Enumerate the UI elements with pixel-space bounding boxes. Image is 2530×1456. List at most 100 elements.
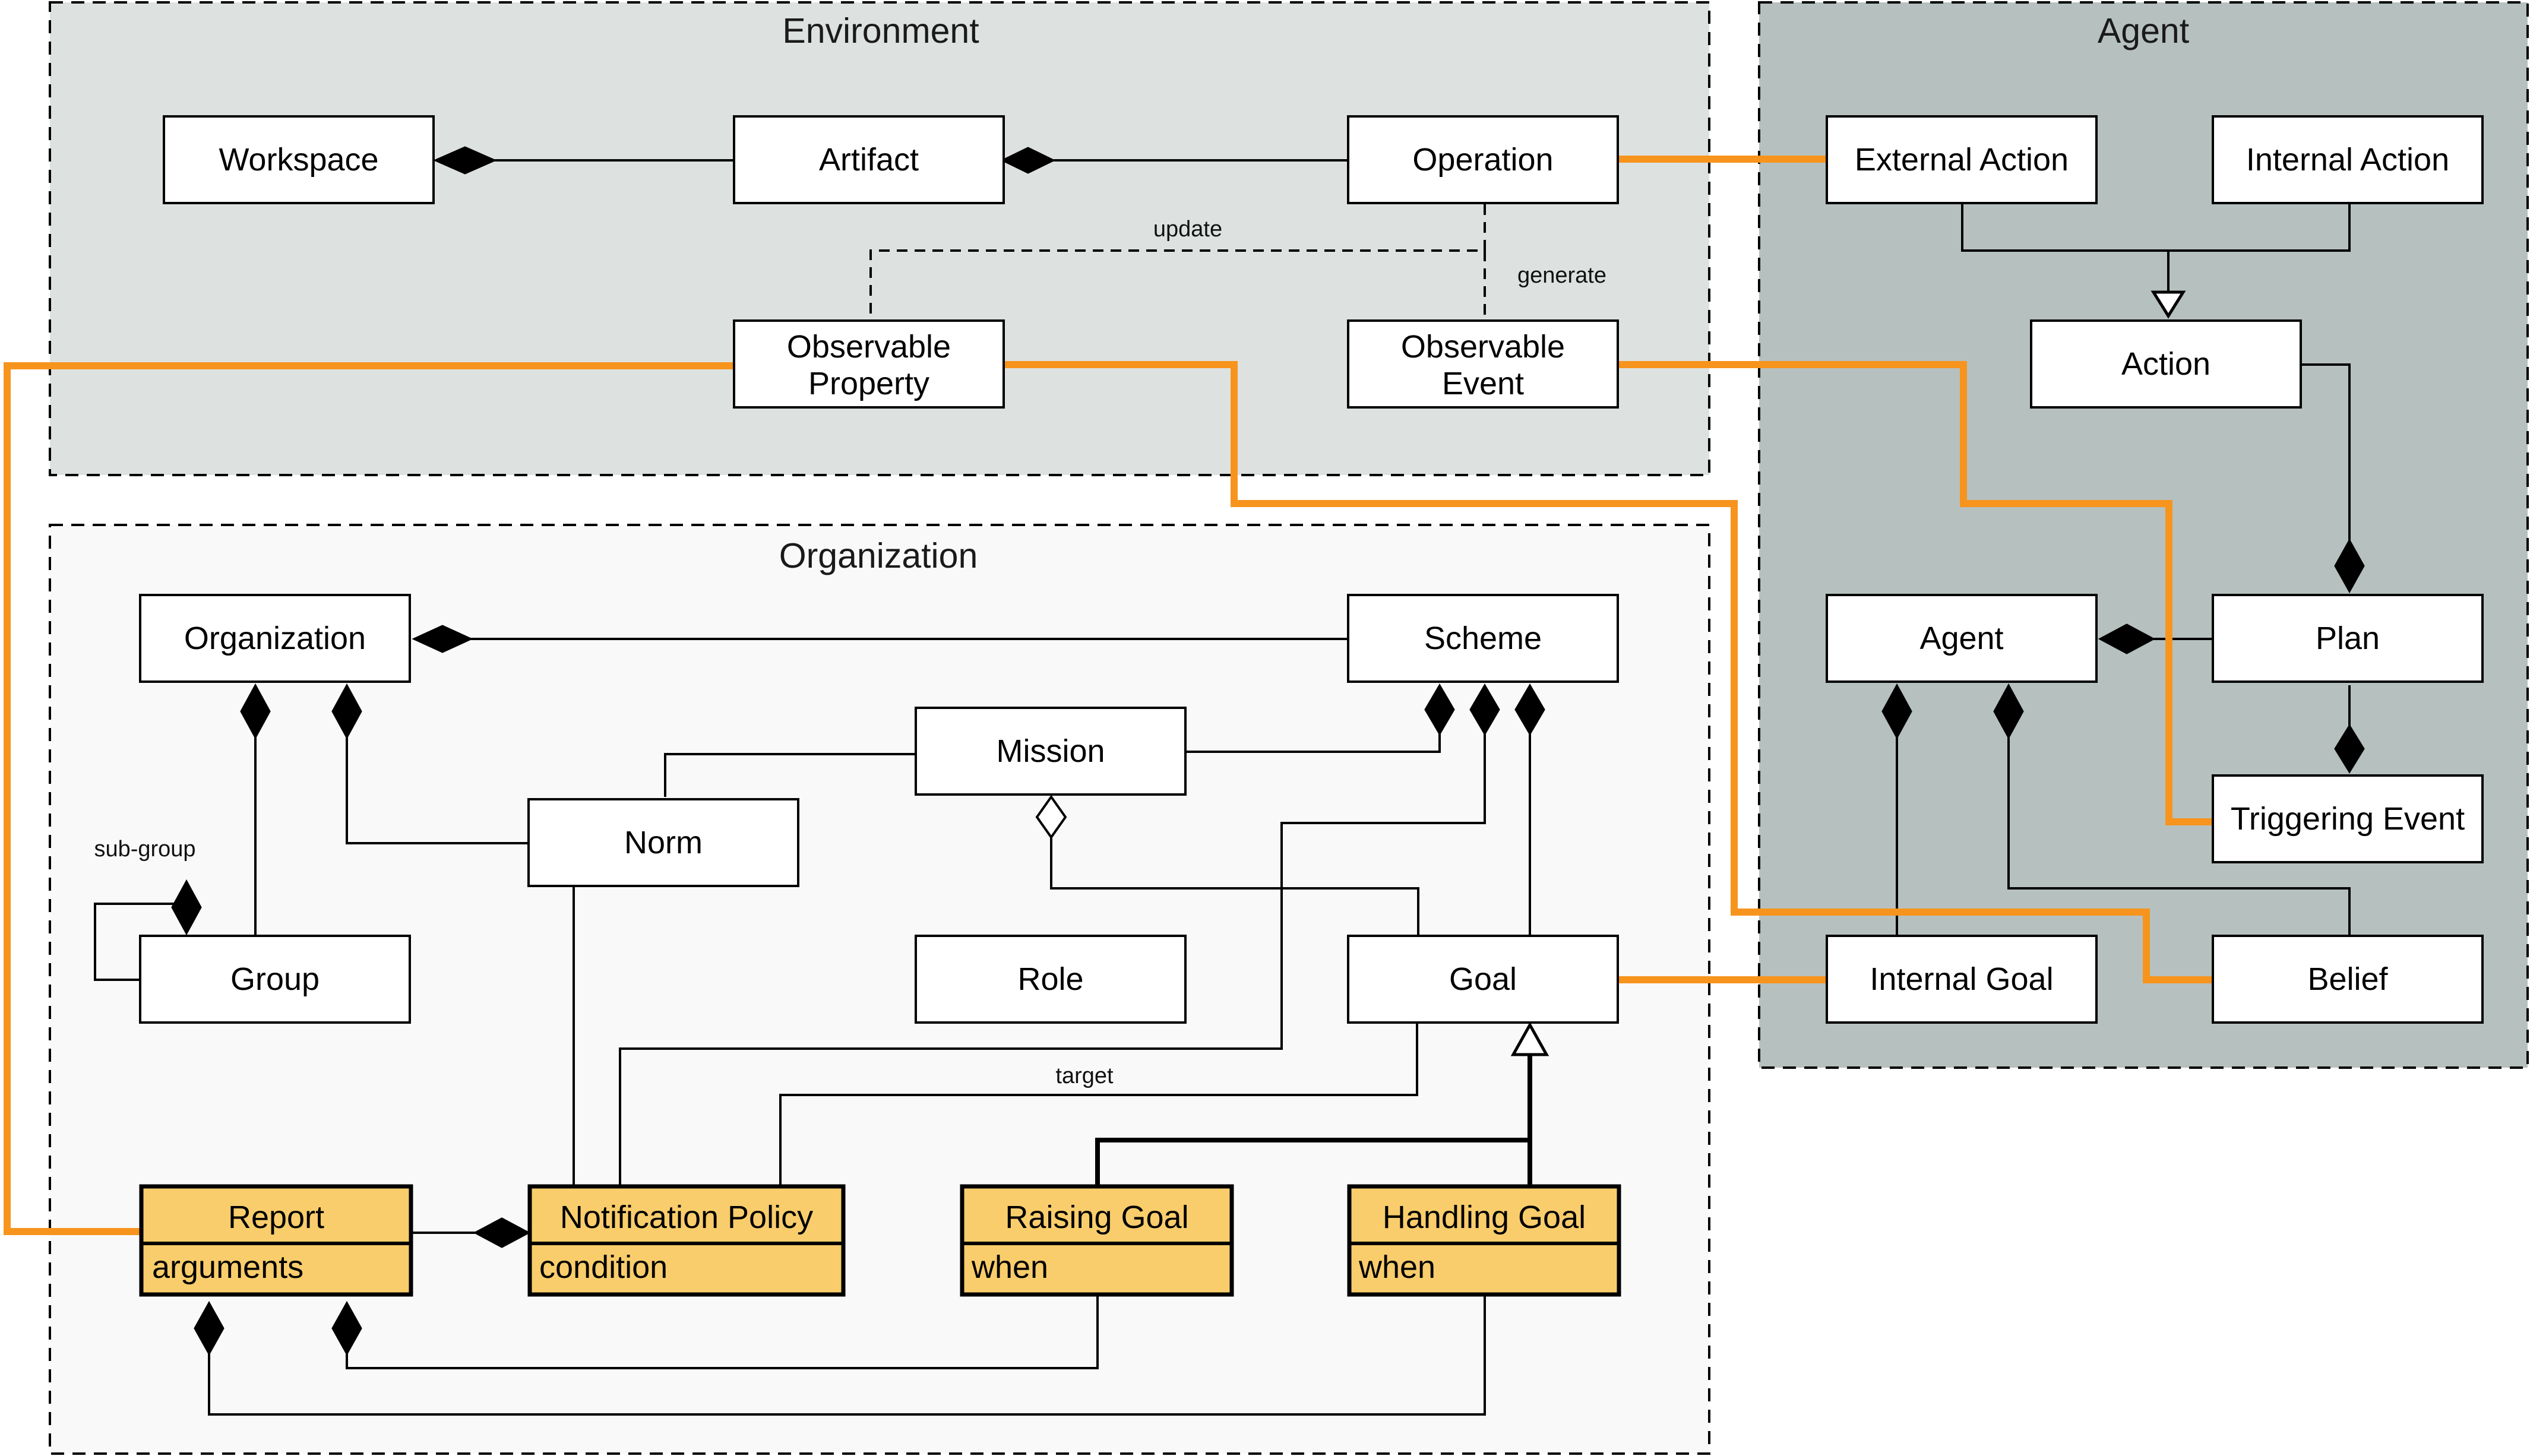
diamond-icon [194,1300,224,1356]
class-attribute: arguments [152,1249,303,1285]
update-label: update [1153,217,1222,242]
class-attribute: when [1358,1249,1435,1285]
cross-links [4,156,2212,1235]
class-label: Agent [1919,621,2003,656]
agent-title: Agent [2098,11,2189,50]
class-workspace[interactable]: Workspace [163,115,435,204]
class-label: Raising Goal [1005,1199,1188,1235]
class-label: Role [1017,961,1083,997]
class-artifact[interactable]: Artifact [733,115,1005,204]
organization-norm-link [346,738,529,844]
class-label: Operation [1412,142,1553,178]
target-label: target [1055,1063,1114,1088]
class-label: External Action [1855,142,2069,178]
class-external-action[interactable]: External Action [1826,115,2098,204]
class-norm[interactable]: Norm [527,798,799,887]
class-operation[interactable]: Operation [1347,115,1619,204]
diamond-icon [433,146,497,175]
class-label: Handling Goal [1383,1199,1586,1235]
agent-belief-link [2007,738,2351,935]
class-label: Artifact [819,142,919,178]
diamond-icon [1514,683,1545,736]
diamond-icon [2098,623,2156,654]
class-label-line1: Observable [787,329,951,365]
event-trigger-link [1618,361,2212,825]
class-attribute: when [971,1249,1048,1285]
property-belief-link [1004,361,2212,983]
organization-title: Organization [779,536,978,575]
class-label: Report [228,1199,324,1235]
diamond-icon [1469,683,1500,736]
class-label-line2: Property [808,366,929,401]
class-label: Internal Action [2246,142,2449,178]
class-label: Belief [2307,961,2388,997]
scheme-notificationpolicy-link [619,734,1486,1185]
environment-title: Environment [782,11,979,50]
generalization-triangle-icon [1510,1021,1549,1056]
generate-label: generate [1517,263,1606,288]
diamond-icon [331,683,362,740]
subgroup-label: sub-group [94,837,195,862]
diamond-icon [240,683,271,740]
class-label: Group [230,961,320,997]
class-attribute: condition [539,1249,668,1285]
diamond-icon [1993,683,2024,740]
diamond-icon [1424,683,1455,736]
class-organization[interactable]: Organization [139,594,411,683]
handling-report-link [208,1296,1486,1416]
diamond-icon [1000,147,1056,174]
class-mission[interactable]: Mission [915,707,1187,796]
raising-goal-generalization [1095,1138,1530,1185]
class-label: Triggering Event [2231,801,2465,837]
property-report-link [4,362,734,1235]
class-goal[interactable]: Goal [1347,935,1619,1024]
class-label: Organization [184,621,366,656]
mission-goal-link [1050,837,1419,935]
target-link [779,1023,1418,1185]
norm-mission-link [664,753,915,797]
class-label: Plan [2316,621,2380,656]
class-label-line1: Observable [1401,329,1565,365]
generalization-triangle-icon [2150,290,2186,319]
diamond-icon [1881,683,1912,740]
diamond-icon [2334,538,2365,594]
class-belief[interactable]: Belief [2212,935,2484,1024]
plan-action-link [2301,363,2351,540]
class-label: Goal [1449,961,1517,997]
class-internal-action[interactable]: Internal Action [2212,115,2484,204]
update-link [869,204,1486,319]
class-raising-goal[interactable]: Raising Goal when [960,1184,1234,1297]
hollow-diamond-icon [1035,795,1067,840]
class-label: Internal Goal [1870,961,2053,997]
composition-diamonds [171,146,2365,1356]
class-triggering-event[interactable]: Triggering Event [2212,774,2484,863]
class-label: Norm [624,825,703,860]
class-plan[interactable]: Plan [2212,594,2484,683]
class-observable-property[interactable]: Observable Property [733,319,1005,409]
diamond-icon [2334,724,2365,774]
class-report[interactable]: Report arguments [139,1184,413,1297]
class-label: Workspace [219,142,378,178]
class-notification-policy[interactable]: Notification Policy condition [527,1184,846,1297]
mission-scheme-link [1187,734,1441,753]
class-agent[interactable]: Agent [1826,594,2098,683]
class-role[interactable]: Role [915,935,1187,1024]
class-scheme[interactable]: Scheme [1347,594,1619,683]
raising-report-link [346,1296,1099,1369]
class-label: Scheme [1424,621,1542,656]
class-label: Mission [996,733,1105,769]
class-group[interactable]: Group [139,935,411,1024]
class-observable-event[interactable]: Observable Event [1347,319,1619,409]
relations [94,159,2351,1416]
class-label: Action [2121,346,2210,382]
class-label-line2: Event [1442,366,1524,401]
class-handling-goal[interactable]: Handling Goal when [1347,1184,1621,1297]
class-label: Notification Policy [560,1199,813,1235]
class-internal-goal[interactable]: Internal Goal [1826,935,2098,1024]
class-action[interactable]: Action [2030,319,2302,409]
diamond-icon [412,625,473,653]
diamond-icon [331,1300,362,1356]
action-generalization-link [1961,204,2351,252]
diamond-icon [171,879,202,936]
